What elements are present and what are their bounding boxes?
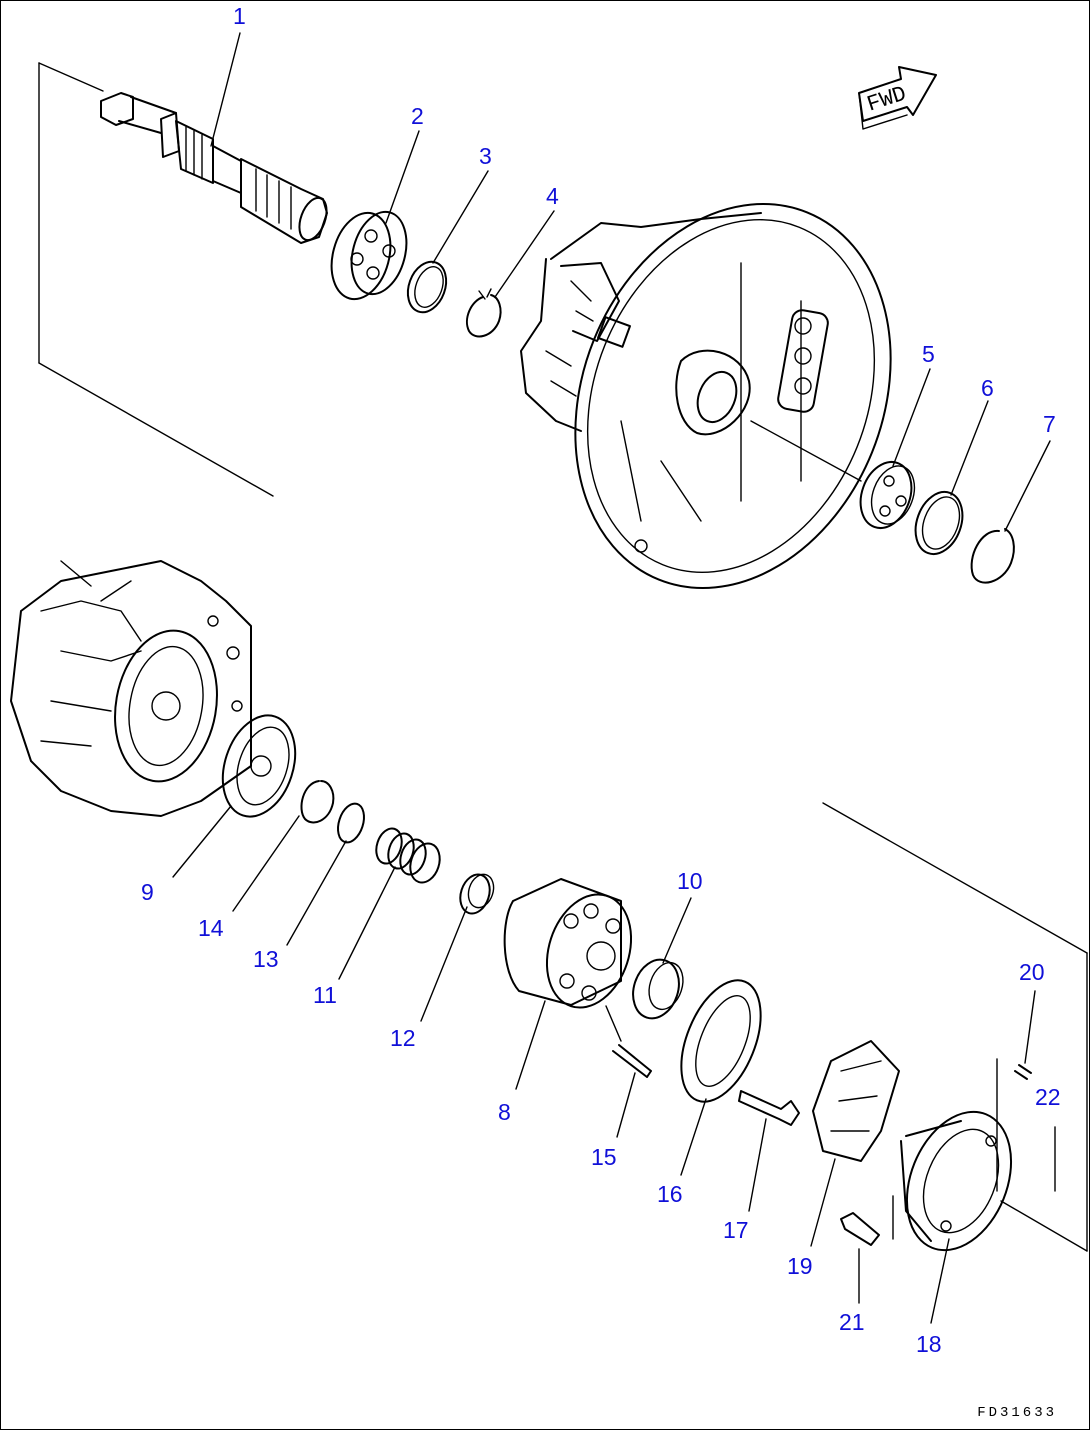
- part-12-collar: [459, 873, 495, 915]
- label-part-22: 22: [1035, 1084, 1061, 1110]
- label-part-12: 12: [390, 1025, 416, 1051]
- part-5-bearing: [859, 461, 916, 529]
- label-part-5: 5: [922, 341, 935, 367]
- lower-pump-body: [10, 560, 252, 817]
- part-4-snap-ring: [465, 288, 502, 338]
- label-part-17: 17: [723, 1217, 749, 1243]
- label-part-13: 13: [253, 946, 279, 972]
- part-19-swash-plate: [812, 1040, 900, 1162]
- part-10-bushing: [632, 958, 684, 1020]
- part-15-pin: [605, 1005, 652, 1078]
- label-part-6: 6: [981, 375, 994, 401]
- label-part-7: 7: [1043, 411, 1056, 437]
- label-part-1: 1: [233, 3, 246, 29]
- part-13-ring: [337, 802, 365, 844]
- part-20-pin: [1014, 1064, 1032, 1080]
- part-17-shaft: [738, 1090, 800, 1126]
- reference-code: FD31633: [977, 1405, 1057, 1421]
- label-part-21: 21: [839, 1309, 865, 1335]
- lower-group-frame: [822, 802, 1088, 1252]
- label-part-2: 2: [411, 103, 424, 129]
- label-part-11: 11: [313, 982, 337, 1008]
- label-part-10: 10: [677, 868, 703, 894]
- part-18-cover: [900, 1110, 1013, 1252]
- part-9-plate: [221, 714, 297, 818]
- part-8-cylinder-block: [503, 878, 633, 1009]
- part-6-ring: [914, 491, 964, 555]
- leader-lines: [172, 32, 1051, 1324]
- label-part-3: 3: [479, 143, 492, 169]
- label-part-15: 15: [591, 1144, 617, 1170]
- part-21-plug: [840, 1212, 880, 1246]
- label-part-14: 14: [198, 915, 224, 941]
- label-part-8: 8: [498, 1099, 511, 1125]
- upper-housing: [520, 203, 892, 589]
- label-part-18: 18: [916, 1331, 942, 1357]
- label-part-20: 20: [1019, 959, 1045, 985]
- part-2-bearing: [330, 210, 408, 301]
- fwd-arrow-icon: [858, 66, 937, 130]
- label-part-16: 16: [657, 1181, 683, 1207]
- label-part-4: 4: [546, 183, 559, 209]
- part-7-snap-ring: [970, 528, 1015, 584]
- part-1-shaft: [100, 92, 328, 244]
- part-11-spring: [375, 827, 441, 884]
- part-3-ring: [406, 260, 448, 314]
- part-16-valve-plate: [680, 979, 762, 1103]
- part-14-snap-ring: [300, 780, 335, 824]
- label-part-9: 9: [141, 879, 154, 905]
- label-part-19: 19: [787, 1253, 813, 1279]
- upper-group-frame: [38, 62, 274, 497]
